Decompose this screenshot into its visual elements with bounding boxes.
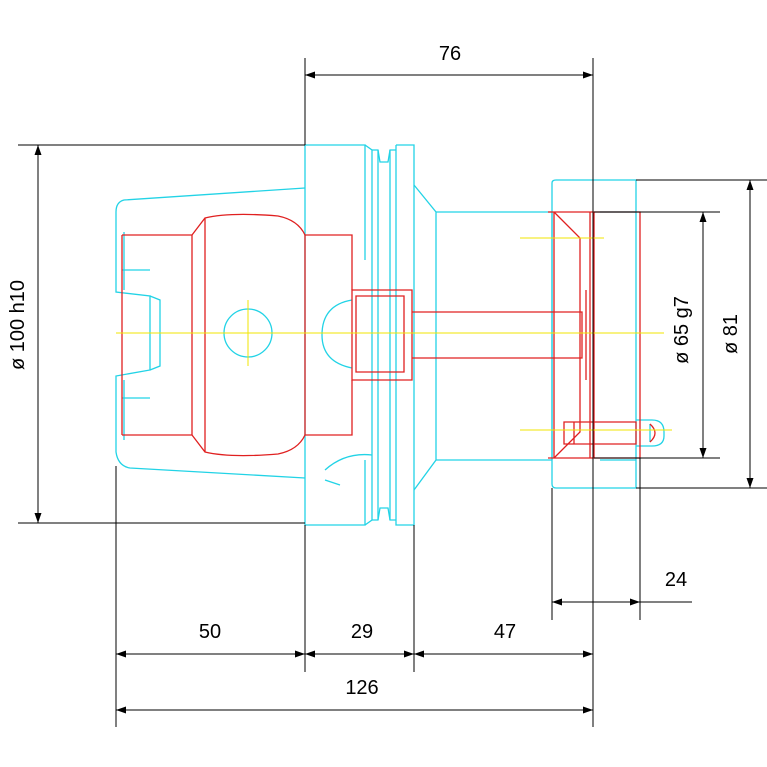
- dimension-lines: [18, 58, 767, 727]
- dim-overall-length: 126: [345, 677, 378, 699]
- dim-top-length: 76: [439, 43, 461, 65]
- dim-shank-diameter: ø 100 h10: [7, 280, 29, 370]
- dim-segment-2: 29: [351, 621, 373, 643]
- dim-flange-width: 24: [665, 569, 687, 591]
- dim-segment-3: 47: [494, 621, 516, 643]
- center-lines: [116, 237, 672, 431]
- dimension-labels: 76 ø 100 h10 ø 65 g7 ø 81 24 50 29 47 12…: [7, 43, 742, 699]
- dim-pilot-diameter: ø 65 g7: [671, 296, 693, 364]
- section-lines: [121, 211, 656, 459]
- dim-flange-diameter: ø 81: [720, 314, 742, 354]
- dim-segment-1: 50: [199, 621, 221, 643]
